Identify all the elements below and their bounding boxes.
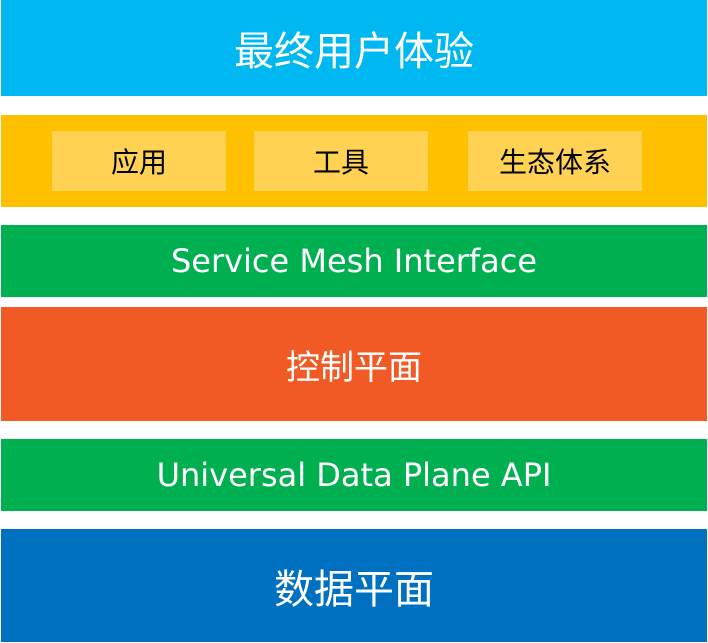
service-mesh-interface-layer: Service Mesh Interface [1, 225, 707, 297]
universal-data-plane-api-label: Universal Data Plane API [156, 456, 552, 494]
ecosystem-item-label: 应用 [110, 146, 167, 179]
ecosystem-item-label: 生态体系 [498, 146, 611, 179]
universal-data-plane-api-layer: Universal Data Plane API [1, 439, 707, 511]
end-user-experience-layer: 最终用户体验 [1, 0, 707, 96]
ecosystem-item-applications: 应用 [52, 131, 226, 191]
ecosystem-layer: 应用 工具 生态体系 [1, 115, 707, 207]
ecosystem-item-label: 工具 [312, 146, 369, 179]
control-plane-label: 控制平面 [286, 347, 422, 388]
data-plane-layer: 数据平面 [1, 529, 707, 642]
data-plane-label: 数据平面 [274, 566, 434, 613]
control-plane-layer: 控制平面 [1, 307, 707, 421]
ecosystem-item-ecosystem: 生态体系 [468, 131, 642, 191]
end-user-experience-label: 最终用户体验 [234, 29, 474, 75]
service-mesh-interface-label: Service Mesh Interface [170, 242, 538, 280]
ecosystem-item-tools: 工具 [254, 131, 428, 191]
